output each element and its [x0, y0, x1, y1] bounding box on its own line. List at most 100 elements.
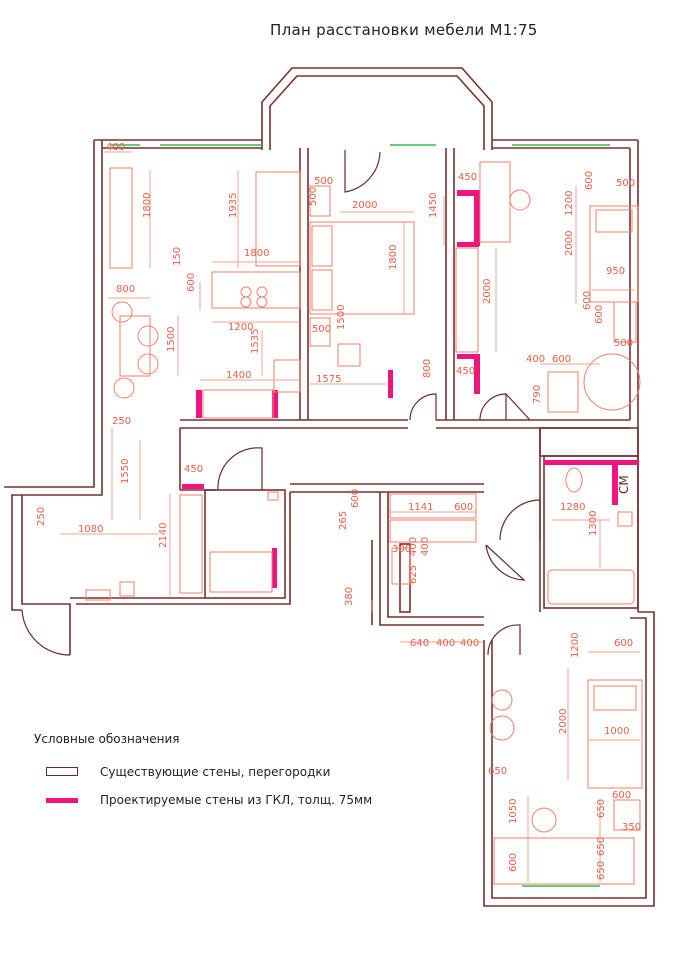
bathtub	[547, 569, 635, 605]
dimension-label: 650	[596, 799, 607, 818]
dimension-lines	[60, 151, 640, 882]
dimension-label: 500	[312, 324, 331, 335]
doors	[21, 150, 541, 656]
legend-label-existing: Существующие стены, перегородки	[100, 765, 331, 779]
dimension-label: 500	[614, 338, 633, 349]
bed	[309, 221, 415, 315]
door-hall	[217, 447, 263, 491]
dimension-label: 625	[408, 565, 419, 584]
dimension-label: 1450	[428, 193, 439, 218]
dimension-label: 650	[488, 766, 507, 777]
dimension-label: 450	[184, 464, 203, 475]
dimension-label: 600	[584, 171, 595, 190]
new-wall-swatch	[46, 798, 78, 803]
dimension-label: 600	[582, 291, 593, 310]
plan-title: План расстановки мебели М1:75	[270, 21, 538, 39]
new-walls	[182, 190, 638, 588]
dimension-label: 500	[314, 176, 333, 187]
dimension-label: 2140	[158, 523, 169, 548]
dimension-label: 600	[508, 853, 519, 872]
wardrobe	[455, 247, 479, 353]
bed-bottom	[587, 679, 643, 789]
sofa	[255, 171, 301, 267]
dimension-label: 600	[186, 273, 197, 292]
sink	[617, 511, 633, 527]
dimension-label: 600	[612, 790, 631, 801]
dimension-label: 500	[308, 187, 319, 206]
dimension-label: 2000	[564, 231, 575, 256]
dimension-label: 380	[344, 587, 355, 606]
dimension-label: 1200	[564, 191, 575, 216]
dimension-label: 1400	[226, 370, 251, 381]
dimension-label: 400	[526, 354, 545, 365]
dimension-label: 1800	[142, 193, 153, 218]
existing-wall-swatch	[46, 767, 78, 776]
dimension-label: 1550	[120, 459, 131, 484]
dimension-label: 1280	[560, 502, 585, 513]
dimension-label: 265	[338, 511, 349, 530]
legend-label-new: Проектируемые стены из ГКЛ, толщ. 75мм	[100, 793, 373, 807]
windows	[110, 144, 610, 887]
dimension-label: 950	[606, 266, 625, 277]
dimension-label: 1300	[588, 511, 599, 536]
outer-wall-top-left	[11, 140, 103, 611]
dimension-label: 300	[392, 544, 411, 555]
dimension-label: 1500	[166, 327, 177, 352]
door-loggia	[21, 609, 71, 656]
dimension-label: 1575	[316, 374, 341, 385]
dimension-label: 1535	[250, 329, 261, 354]
dimension-label: 2000	[482, 279, 493, 304]
dimension-label: 1050	[508, 799, 519, 824]
dimension-label: 250	[36, 507, 47, 526]
dimension-label: 1800	[244, 248, 269, 259]
kitchen-worktop	[211, 271, 301, 309]
dimension-label: 1200	[228, 322, 253, 333]
dimension-label: 600	[350, 489, 361, 508]
door-balcony	[344, 150, 381, 193]
dimension-label: 1200	[570, 633, 581, 658]
dimension-label: 400	[408, 537, 419, 556]
dimension-label: 1000	[604, 726, 629, 737]
toilet	[565, 467, 583, 493]
dimension-label: 1500	[336, 305, 347, 330]
kitchen-counter	[109, 167, 133, 269]
dimension-label: 400	[436, 638, 455, 649]
dimension-label: 450	[458, 172, 477, 183]
dimension-label: 600	[552, 354, 571, 365]
furniture	[85, 161, 643, 885]
door-bedroom	[409, 393, 437, 421]
dimension-label: 1080	[78, 524, 103, 535]
outer-wall-bottom-right	[483, 611, 655, 907]
legend-title: Условные обозначения	[34, 732, 180, 746]
dimension-label: 400	[420, 537, 431, 556]
door-storage	[485, 544, 526, 581]
round-table	[583, 353, 641, 411]
dimension-label: 250	[112, 416, 131, 427]
existing-walls	[4, 67, 655, 907]
door-bath	[499, 499, 541, 541]
dimension-label: 600	[594, 305, 605, 324]
dimension-label: 1141	[408, 502, 433, 513]
fridge	[273, 359, 301, 393]
chair	[111, 301, 133, 323]
dimension-label: 1800	[388, 245, 399, 270]
dimension-label: 450	[456, 366, 475, 377]
dimension-label: 2000	[352, 200, 377, 211]
dimension-label: 1935	[228, 193, 239, 218]
dimension-label: 400	[460, 638, 479, 649]
dimension-label: 2000	[558, 709, 569, 734]
door-bedroom2	[487, 624, 521, 656]
dimension-label: 800	[422, 359, 433, 378]
dimension-label: 650	[596, 837, 607, 856]
washer-label: СМ	[617, 475, 631, 494]
dimension-label: 150	[172, 247, 183, 266]
wardrobe-hall	[209, 551, 273, 593]
dimension-label: 650	[596, 861, 607, 880]
dimension-label: 500	[616, 178, 635, 189]
dimension-label: 400	[106, 142, 125, 153]
dimension-label: 800	[116, 284, 135, 295]
dimension-label: 600	[454, 502, 473, 513]
dimension-label: 790	[532, 385, 543, 404]
